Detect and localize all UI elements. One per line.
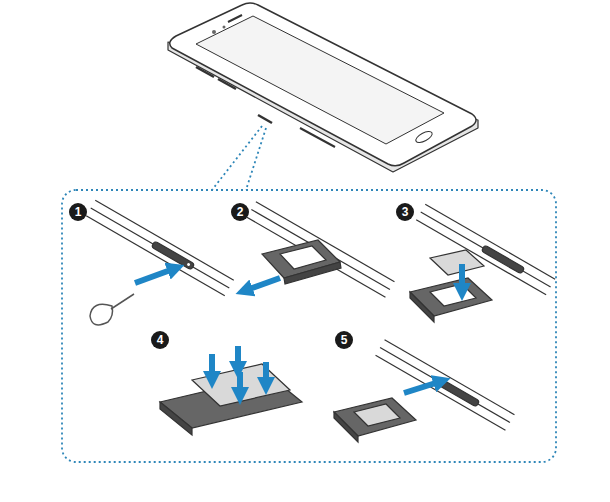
edge-line bbox=[86, 216, 225, 296]
edge-line bbox=[95, 200, 234, 280]
step-5 bbox=[334, 340, 514, 442]
volume-button bbox=[218, 79, 236, 89]
tray-head bbox=[410, 292, 434, 322]
step-2 bbox=[244, 202, 394, 298]
sim-slot bbox=[151, 241, 194, 270]
speaker bbox=[228, 15, 242, 22]
tray-head bbox=[284, 262, 341, 284]
ejection-pin bbox=[90, 294, 134, 325]
home-button bbox=[414, 129, 434, 145]
detail-panel bbox=[62, 190, 556, 462]
front-camera bbox=[212, 30, 216, 34]
phone-screen bbox=[196, 16, 444, 144]
press-arrow bbox=[235, 346, 241, 370]
step-3 bbox=[410, 204, 555, 322]
callout-number: 1 bbox=[69, 203, 87, 221]
place-arrow bbox=[459, 264, 465, 292]
sim-slot bbox=[481, 245, 524, 274]
pin-shaft bbox=[111, 294, 134, 309]
phone-edge bbox=[86, 200, 234, 296]
step-1 bbox=[86, 200, 234, 325]
sim-card bbox=[354, 404, 400, 426]
sim-tray bbox=[410, 278, 492, 322]
insert-arrow bbox=[135, 268, 176, 283]
phone bbox=[168, 3, 478, 172]
press-arrow bbox=[209, 354, 215, 380]
callout-number: 5 bbox=[335, 331, 353, 349]
callout-number: 2 bbox=[231, 203, 249, 221]
eject-hole bbox=[187, 262, 191, 266]
pin-loop bbox=[90, 304, 113, 325]
sim-tray bbox=[334, 398, 416, 442]
side-detail bbox=[300, 128, 335, 147]
edge-line bbox=[385, 340, 515, 415]
sim-card bbox=[430, 250, 484, 275]
phone-edge bbox=[416, 204, 555, 295]
sim-card bbox=[192, 364, 290, 406]
push-arrow bbox=[404, 381, 442, 393]
press-arrow bbox=[237, 372, 243, 396]
callout-frame bbox=[62, 126, 556, 462]
tray-head bbox=[334, 412, 358, 442]
tray-frame bbox=[262, 240, 340, 278]
callout-number: 3 bbox=[396, 203, 414, 221]
pull-arrow bbox=[244, 278, 280, 291]
tray-opening bbox=[280, 246, 326, 269]
press-arrow bbox=[263, 362, 269, 386]
leader-line bbox=[246, 128, 266, 190]
sim-slot bbox=[436, 378, 479, 407]
edge-line bbox=[416, 220, 546, 295]
step-4 bbox=[160, 346, 302, 435]
sensor bbox=[223, 26, 226, 29]
edge-line bbox=[421, 212, 551, 287]
leader-line bbox=[212, 126, 262, 190]
edge-line bbox=[425, 204, 555, 279]
tray-head bbox=[160, 402, 192, 435]
sim-slot bbox=[258, 115, 272, 123]
phone-body bbox=[170, 3, 476, 166]
edge-line bbox=[251, 210, 390, 290]
callout-number: 4 bbox=[151, 331, 169, 349]
volume-button bbox=[196, 67, 214, 77]
edge-line bbox=[91, 208, 230, 288]
tray-opening bbox=[430, 284, 476, 306]
